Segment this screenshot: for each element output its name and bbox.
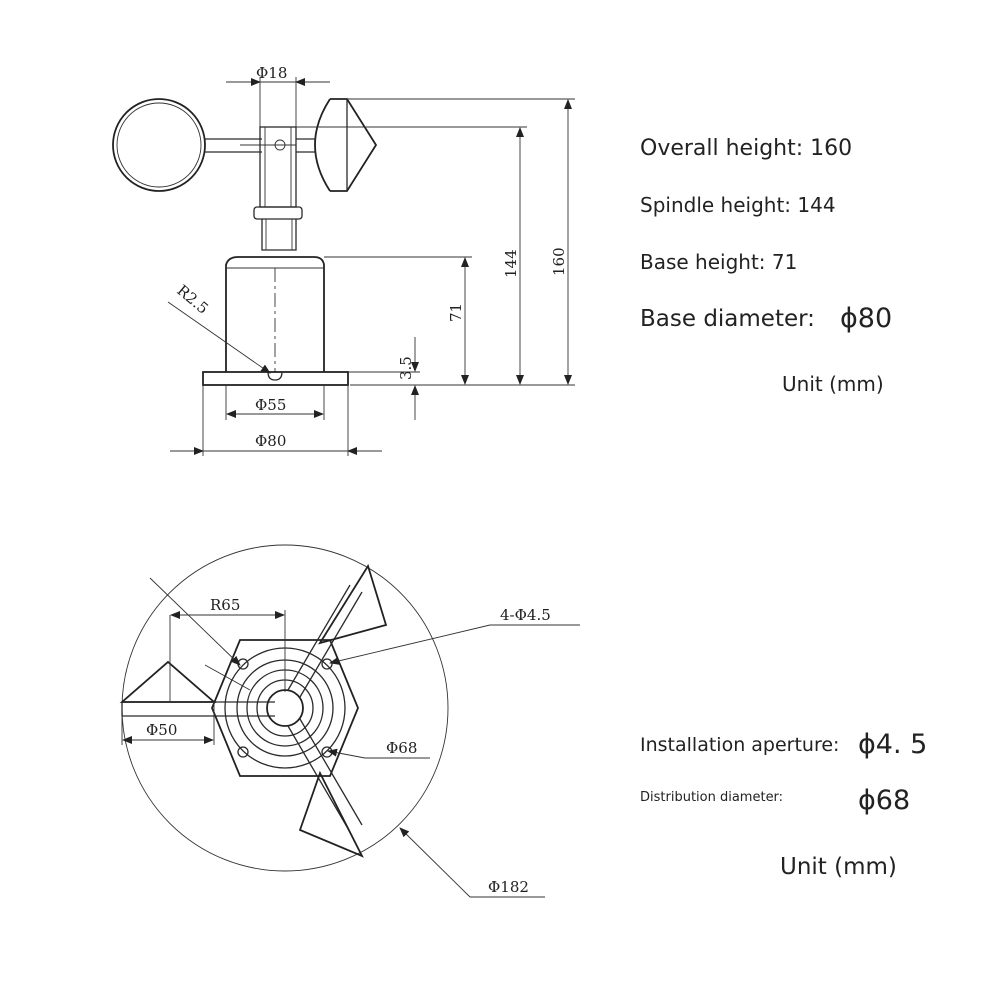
top-cup-lower xyxy=(298,770,364,858)
top-view: R65 4-Φ4.5 Φ50 Φ68 Φ182 xyxy=(119,544,580,898)
note-distribution-diameter-label: Distribution diameter: xyxy=(640,790,784,805)
dim-h144: 144 xyxy=(296,126,527,385)
dim-hole-label: 4-Φ4.5 xyxy=(500,606,551,624)
note-overall-height: Overall height: 160 xyxy=(640,136,853,161)
dim-r25: R2.5 xyxy=(167,281,271,374)
dim-hole: 4-Φ4.5 xyxy=(329,606,580,665)
dim-r65-label: R65 xyxy=(210,596,240,614)
dim-r25-label: R2.5 xyxy=(173,281,212,317)
note-distribution-diameter-value: ϕ68 xyxy=(858,785,911,816)
note-installation-aperture-label: Installation aperture: xyxy=(640,734,840,756)
dim-d55: Φ55 xyxy=(225,385,325,420)
note-unit-bottom: Unit (mm) xyxy=(780,854,897,880)
dim-d68: Φ68 xyxy=(149,577,430,759)
hub-center xyxy=(266,689,304,727)
spindle xyxy=(253,126,303,251)
note-base-diameter-label: Base diameter: xyxy=(640,306,815,332)
dim-d68-label: Φ68 xyxy=(386,739,417,757)
dim-d80: Φ80 xyxy=(170,385,382,456)
dim-t35: 3.5 xyxy=(348,337,420,420)
note-unit-top: Unit (mm) xyxy=(782,372,884,396)
top-arm-upper xyxy=(287,563,388,698)
dim-d182-label: Φ182 xyxy=(488,878,529,896)
dim-h71: 71 xyxy=(324,256,472,385)
rotation-circle xyxy=(121,544,449,872)
top-cup-left xyxy=(119,660,217,703)
dim-h71-label: 71 xyxy=(447,303,465,322)
dim-d18: Φ18 xyxy=(226,64,330,127)
note-base-height: Base height: 71 xyxy=(640,250,798,274)
note-base-diameter-value: ϕ80 xyxy=(840,303,893,334)
note-spindle-height: Spindle height: 144 xyxy=(640,193,836,217)
top-arm-left xyxy=(119,660,275,717)
dim-r65: R65 xyxy=(169,596,286,702)
dim-d50: Φ50 xyxy=(121,702,215,745)
wind-cup-left xyxy=(112,98,206,192)
dim-d80-label: Φ80 xyxy=(255,432,286,450)
dim-h160: 160 xyxy=(347,98,575,386)
dim-h144-label: 144 xyxy=(502,249,520,278)
dim-d50-label: Φ50 xyxy=(146,721,177,739)
base-body xyxy=(202,256,349,386)
side-view: Φ18 160 144 71 3.5 xyxy=(112,64,575,456)
top-arm-lower xyxy=(287,718,364,858)
top-cup-upper xyxy=(318,563,388,645)
dim-d55-label: Φ55 xyxy=(255,396,286,414)
dim-d182: Φ182 xyxy=(204,664,545,898)
dim-t35-label: 3.5 xyxy=(397,356,415,380)
wind-cup-right xyxy=(296,98,378,192)
dim-h160-label: 160 xyxy=(550,247,568,276)
note-installation-aperture-value: ϕ4. 5 xyxy=(858,729,928,760)
dim-d18-label: Φ18 xyxy=(256,64,287,82)
